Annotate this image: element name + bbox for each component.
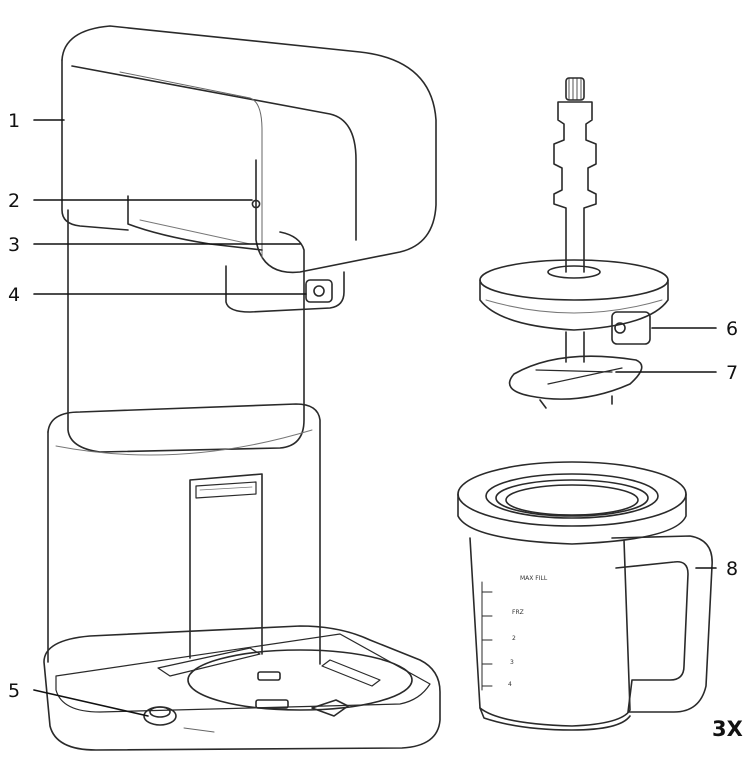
body-lower — [47, 403, 321, 665]
callout-6: 6 — [726, 318, 738, 340]
cup — [457, 461, 713, 731]
cup-cradle — [187, 649, 413, 711]
cup-mark-3: 3 — [510, 659, 514, 666]
callout-8: 8 — [726, 558, 738, 580]
leader-5 — [33, 689, 149, 717]
leader-lines — [33, 119, 717, 717]
head-top — [61, 25, 437, 274]
callout-3: 3 — [8, 234, 20, 256]
callout-5: 5 — [8, 680, 20, 702]
head-front-face — [71, 65, 357, 241]
cup-mark-max: MAX FILL — [520, 575, 548, 582]
rear-column — [67, 209, 305, 453]
spindle-housing — [225, 265, 345, 313]
blade-disk — [508, 355, 643, 400]
callout-7: 7 — [726, 362, 738, 384]
head-top-front — [61, 59, 129, 231]
spindle-gear — [565, 77, 585, 101]
callout-2: 2 — [8, 190, 20, 212]
base-plate — [43, 625, 441, 751]
cup-body — [469, 537, 631, 727]
cup-mark-4: 4 — [508, 681, 512, 688]
front-panel — [189, 473, 263, 659]
base-top-edge — [55, 633, 431, 713]
cup-scale — [481, 581, 493, 691]
indicator-light — [251, 199, 261, 209]
main-unit — [43, 25, 441, 751]
blade-assembly — [479, 77, 669, 409]
head-face-edge — [119, 71, 263, 259]
release-button — [305, 279, 333, 303]
cup-handle — [611, 535, 713, 713]
callout-1: 1 — [8, 110, 20, 132]
cup-mark-2: 2 — [512, 635, 516, 642]
cup-quantity-label: 3X — [712, 717, 743, 741]
spindle-shaft — [553, 101, 597, 273]
callout-4: 4 — [8, 284, 20, 306]
lid-clip — [611, 311, 651, 345]
cup-mark-frz: FRZ — [512, 609, 524, 616]
